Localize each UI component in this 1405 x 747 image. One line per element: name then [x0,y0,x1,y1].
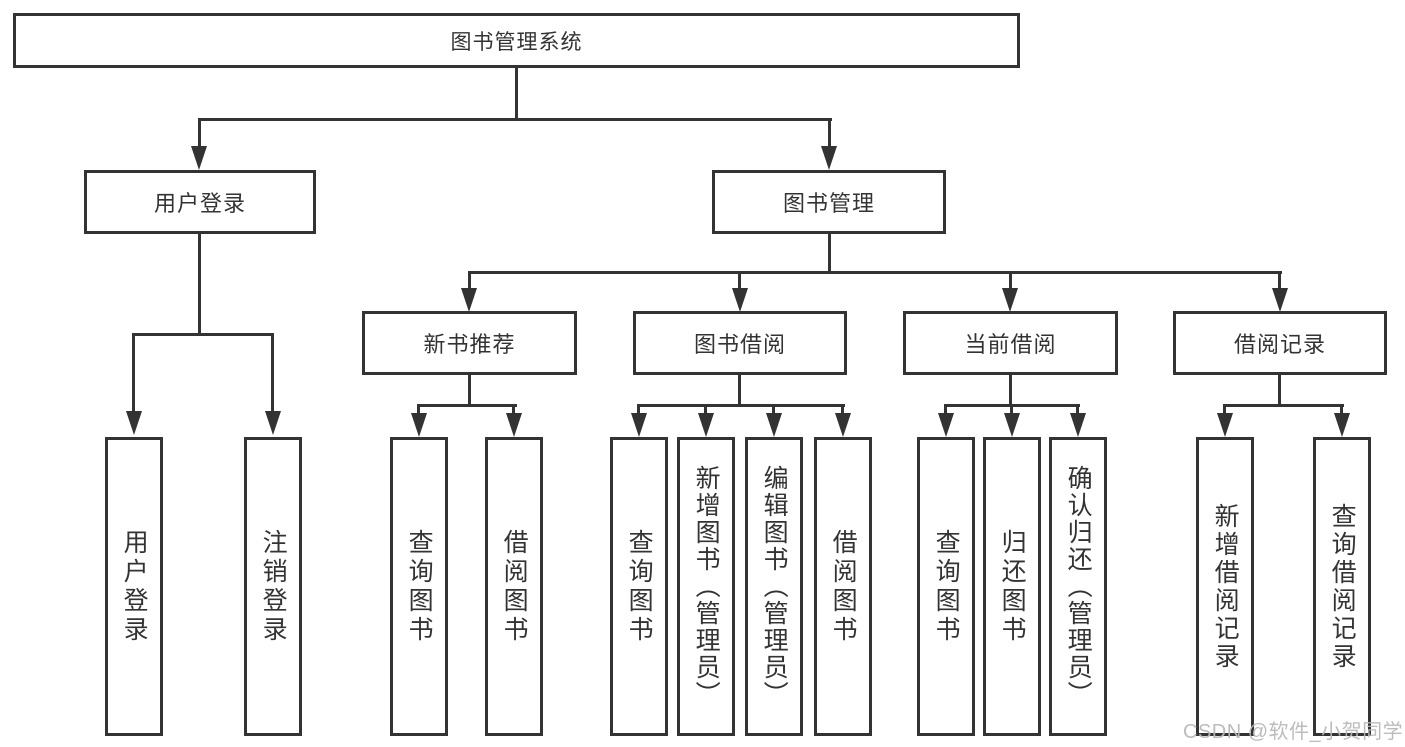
connector-line [1223,404,1226,415]
connector-line [515,68,518,120]
node-new-book-recommend: 新书推荐 [362,311,577,375]
connector-line [468,375,471,406]
leaf-confirm-return-admin: 确认归还（管理员） [1049,437,1107,736]
leaf-logout: 注销登录 [244,437,302,736]
node-label: 查询图书 [932,528,961,645]
leaf-query-borrow-record: 查询借阅记录 [1313,437,1371,736]
node-root: 图书管理系统 [13,13,1020,68]
node-label: 新书推荐 [423,332,516,357]
connector-arrow [461,288,477,312]
connector-arrow [1272,288,1288,312]
connector-line [1223,404,1344,407]
connector-line [738,271,741,290]
connector-line [468,271,1282,274]
connector-line [772,404,775,415]
connector-line [637,404,845,407]
leaf-return-books: 归还图书 [983,437,1041,736]
node-label: 借阅记录 [1233,332,1326,357]
leaf-user-login: 用户登录 [105,437,163,736]
connector-line [944,404,947,415]
connector-line [828,234,831,274]
connector-arrow [126,411,142,435]
node-borrow-record: 借阅记录 [1173,311,1387,375]
connector-line [841,404,844,415]
csdn-watermark: CSDN @软件_小贺同学 [1183,721,1404,743]
connector-arrow [698,413,714,437]
connector-line [828,118,831,148]
connector-line [1076,404,1079,415]
node-label: 查询借阅记录 [1328,502,1357,671]
connector-line [417,404,420,415]
connector-arrow [1002,288,1018,312]
connector-line [1009,375,1012,406]
node-current-borrow: 当前借阅 [903,311,1118,375]
connector-arrow [191,146,207,170]
node-label: 确认归还（管理员） [1064,465,1093,708]
node-label: 用户登录 [120,528,149,645]
node-user-login: 用户登录 [84,170,316,234]
node-label: 借阅图书 [500,528,529,645]
connector-line [417,404,517,407]
connector-line [132,333,274,336]
node-label: 归还图书 [998,528,1027,645]
connector-line [704,404,707,415]
connector-arrow [835,413,851,437]
node-label: 图书管理 [782,191,875,216]
leaf-borrow-books-recommend: 借阅图书 [485,437,543,736]
connector-line [1278,375,1281,406]
connector-arrow [1070,413,1086,437]
node-label: 用户登录 [153,191,246,216]
connector-line [1010,404,1013,415]
node-label: 图书借阅 [693,332,786,357]
node-label: 查询图书 [405,528,434,645]
node-label: 新增图书（管理员） [692,465,721,708]
leaf-query-books-borrow: 查询图书 [610,437,668,736]
node-label: 借阅图书 [829,528,858,645]
connector-line [271,333,274,411]
leaf-edit-book-admin: 编辑图书（管理员） [745,437,803,736]
leaf-add-book-admin: 新增图书（管理员） [677,437,735,736]
node-label: 当前借阅 [964,332,1057,357]
connector-line [1009,271,1012,290]
connector-line [468,271,471,290]
connector-arrow [732,288,748,312]
connector-arrow [506,413,522,437]
node-label: 注销登录 [259,528,288,645]
connector-arrow [766,413,782,437]
connector-arrow [1004,413,1020,437]
leaf-borrow-books: 借阅图书 [814,437,872,736]
connector-line [637,404,640,415]
node-book-management: 图书管理 [712,170,946,234]
connector-line [738,375,741,406]
connector-arrow [265,411,281,435]
connector-line [1278,271,1281,290]
connector-arrow [821,146,837,170]
connector-arrow [938,413,954,437]
connector-arrow [1217,413,1233,437]
node-label: 编辑图书（管理员） [760,465,789,708]
connector-line [132,333,135,411]
connector-arrow [411,413,427,437]
connector-line [198,118,201,148]
node-label: 新增借阅记录 [1211,502,1240,671]
leaf-query-books-current: 查询图书 [917,437,975,736]
node-label: 图书管理系统 [450,30,583,54]
connector-arrow [631,413,647,437]
leaf-query-books-recommend: 查询图书 [390,437,448,736]
connector-arrow [1334,413,1350,437]
node-book-borrow: 图书借阅 [633,311,847,375]
connector-line [1340,404,1343,415]
connector-line [198,234,201,335]
connector-line [198,118,832,121]
node-label: 查询图书 [625,528,654,645]
leaf-add-borrow-record: 新增借阅记录 [1196,437,1254,736]
connector-line [512,404,515,415]
